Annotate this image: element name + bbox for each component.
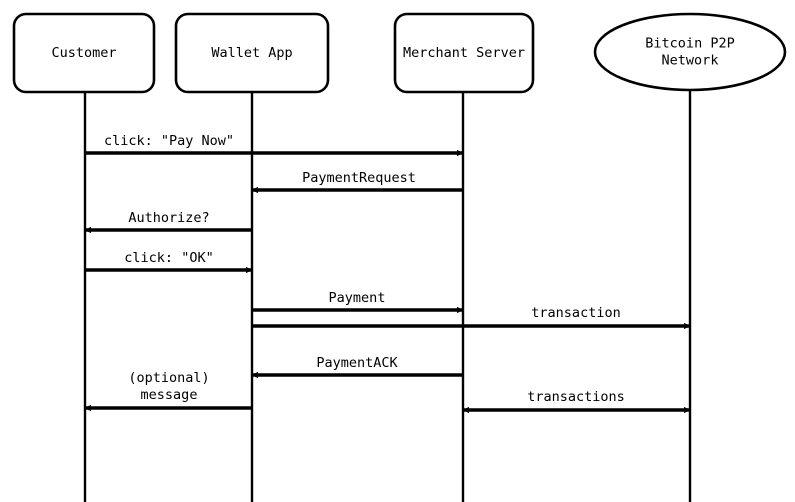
message-m8[interactable]: (optional)message (84, 370, 252, 412)
message-m5[interactable]: Payment (252, 290, 464, 314)
participant-shape-rect-merchant[interactable] (393, 12, 535, 94)
message-label-m1: click: "Pay Now" (104, 133, 234, 149)
message-m6[interactable]: transaction (252, 305, 691, 330)
message-label-m9: transactions (527, 389, 625, 405)
message-m3[interactable]: Authorize? (84, 210, 252, 234)
participant-label-merchant: Merchant Server (403, 45, 525, 61)
message-label-m6: transaction (531, 305, 620, 321)
message-m2[interactable]: PaymentRequest (251, 170, 463, 194)
participant-wallet[interactable]: Wallet App (174, 12, 330, 94)
lifelines-group (83, 90, 692, 502)
message-label-m7: PaymentACK (316, 355, 398, 371)
message-label-m3: Authorize? (128, 210, 209, 226)
participant-customer[interactable]: Customer (12, 12, 156, 94)
message-m7[interactable]: PaymentACK (251, 355, 463, 379)
message-label-m2: PaymentRequest (302, 170, 416, 186)
message-m9[interactable]: transactions (462, 389, 691, 414)
message-label-m8: (optional)message (128, 370, 209, 403)
participant-shape-ellipse-network[interactable] (593, 12, 787, 92)
participant-merchant[interactable]: Merchant Server (393, 12, 535, 94)
participant-label-wallet: Wallet App (211, 45, 292, 61)
participant-shape-rect-customer[interactable] (12, 12, 156, 94)
messages-group: click: "Pay Now" PaymentRequestAuthorize?… (84, 133, 691, 414)
message-m4[interactable]: click: "OK" (85, 250, 253, 274)
message-label-m4: click: "OK" (124, 250, 213, 266)
participant-label-customer: Customer (51, 45, 116, 61)
message-m1[interactable]: click: "Pay Now" (85, 133, 464, 157)
participant-shape-rect-wallet[interactable] (174, 12, 330, 94)
participant-nodes-group: Customer Wallet App Merchant Server Bitcoin… (12, 12, 787, 94)
message-label-m5: Payment (329, 290, 386, 306)
